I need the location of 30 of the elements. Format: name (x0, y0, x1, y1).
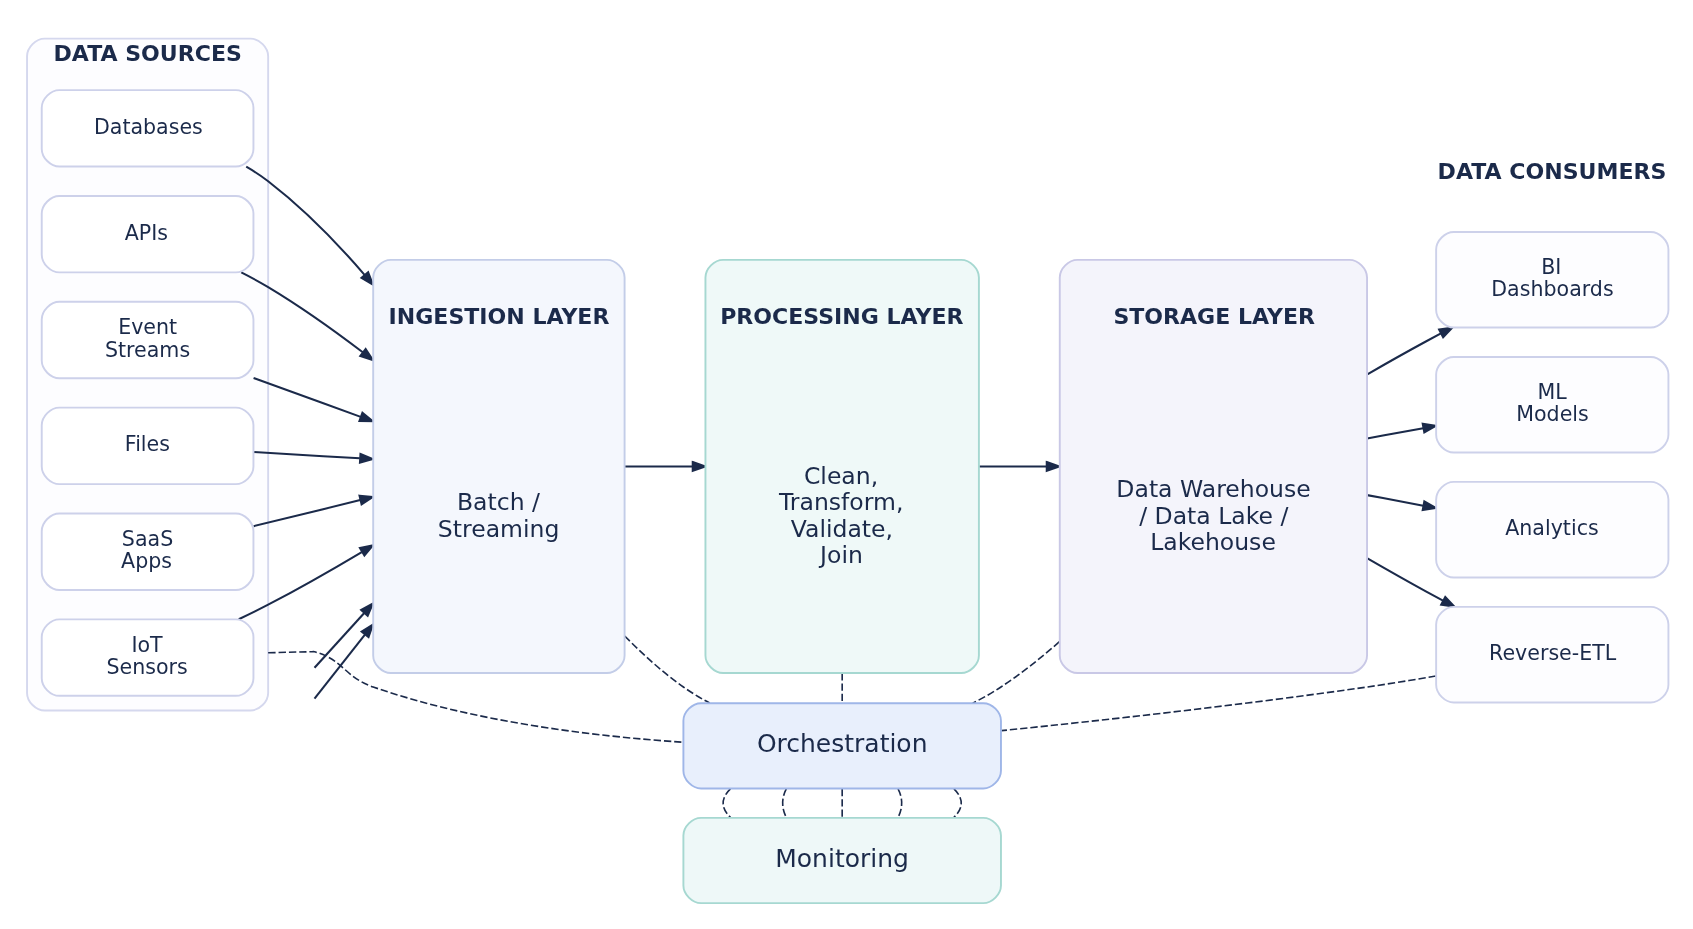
connector (896, 787, 903, 818)
node-box: SaaS Apps (40, 512, 254, 591)
node-box: Analytics (1434, 480, 1669, 578)
arrow (313, 621, 375, 699)
node-box: APIs (40, 194, 254, 273)
node-box: STORAGE LAYER Data Warehouse / Data Lake / Lakehouse (1058, 258, 1368, 674)
arrow (1366, 557, 1457, 608)
arrow (313, 600, 375, 668)
connector (952, 787, 962, 818)
node-box: IoT Sensors (40, 617, 254, 697)
node-box: Event Streams (40, 300, 254, 379)
connector (266, 650, 684, 743)
node-box: Orchestration (681, 701, 1002, 789)
connector (781, 787, 787, 818)
node-box: Files (40, 406, 254, 485)
node-box: BI Dashboards (1434, 230, 1669, 328)
arrow (1366, 325, 1455, 375)
connector (1000, 674, 1437, 731)
connector (721, 787, 731, 818)
arrow (978, 460, 1062, 472)
node-box: ML Models (1434, 355, 1669, 453)
connector (840, 787, 843, 818)
node-box: INGESTION LAYER Batch / Streaming (371, 258, 626, 674)
arrow (245, 165, 375, 287)
node-box: Monitoring (681, 816, 1002, 904)
arrow (240, 271, 375, 362)
node-box: Reverse-ETL (1434, 605, 1669, 703)
node-box: Databases (40, 88, 254, 167)
node-box: PROCESSING LAYER Clean, Transform, Validate, Join (704, 258, 980, 674)
label: DATA CONSUMERS (1437, 158, 1666, 184)
